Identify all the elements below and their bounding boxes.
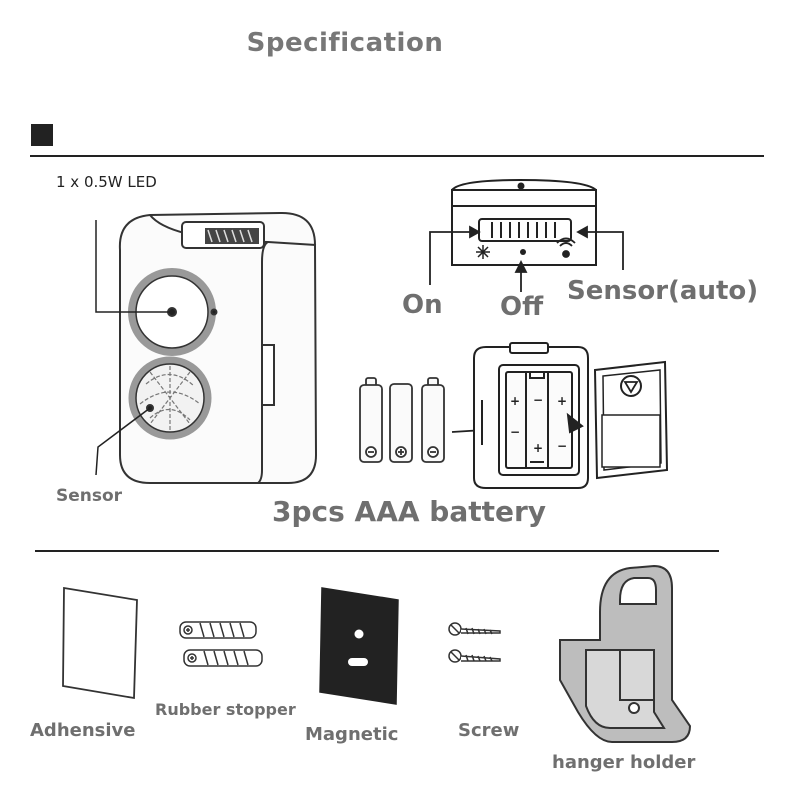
switch-panel <box>451 178 597 266</box>
mode-on-label: On <box>402 290 443 320</box>
rubber-stoppers <box>179 621 263 667</box>
arrow-down-icon <box>623 381 639 394</box>
adhesive-pad <box>62 586 138 700</box>
battery-label: 3pcs AAA battery <box>272 495 547 528</box>
hanger-holder <box>559 564 692 743</box>
mode-sensor-auto-label: Sensor(auto) <box>567 276 759 306</box>
sun-icon <box>476 245 490 259</box>
magnetic-plate <box>319 587 399 705</box>
hanger-holder-label: hanger holder <box>552 752 696 773</box>
battery-3 <box>421 377 445 463</box>
plus-icon: + <box>533 441 543 455</box>
sensor-label: Sensor <box>56 486 123 506</box>
plus-icon: + <box>510 394 520 408</box>
screw-label: Screw <box>458 720 520 741</box>
section-marker-square <box>31 124 53 146</box>
screws <box>448 622 501 663</box>
sensor-wave-icon <box>556 237 576 258</box>
magnetic-label: Magnetic <box>305 724 399 745</box>
screw-2 <box>448 649 501 663</box>
mode-off-label: Off <box>500 292 544 322</box>
rubber-stopper-label: Rubber stopper <box>155 700 296 719</box>
screw-1 <box>448 622 501 636</box>
page-title: Specification <box>246 28 444 58</box>
plus-icon: + <box>557 394 567 408</box>
battery-compartment <box>473 342 589 489</box>
mode-switch-ribs <box>491 222 556 238</box>
aaa-batteries <box>359 377 445 463</box>
minus-icon: − <box>557 439 567 453</box>
switch-pointers <box>429 225 624 292</box>
minus-icon: − <box>510 425 520 439</box>
main-device <box>118 211 318 484</box>
led-leader-line <box>95 220 172 313</box>
battery-cover <box>593 360 669 480</box>
rubber-stopper-1 <box>179 621 257 639</box>
battery-1 <box>359 377 383 463</box>
off-dot-icon <box>520 249 526 255</box>
led-label: 1 x 0.5W LED <box>56 173 157 191</box>
rubber-stopper-2 <box>183 649 263 667</box>
minus-icon: − <box>533 393 543 407</box>
compartment-polarity: + − + − + − <box>510 393 567 455</box>
adhesive-label: Adhensive <box>30 720 136 741</box>
sensor-leader-line <box>95 407 151 476</box>
battery-2 <box>389 383 413 463</box>
